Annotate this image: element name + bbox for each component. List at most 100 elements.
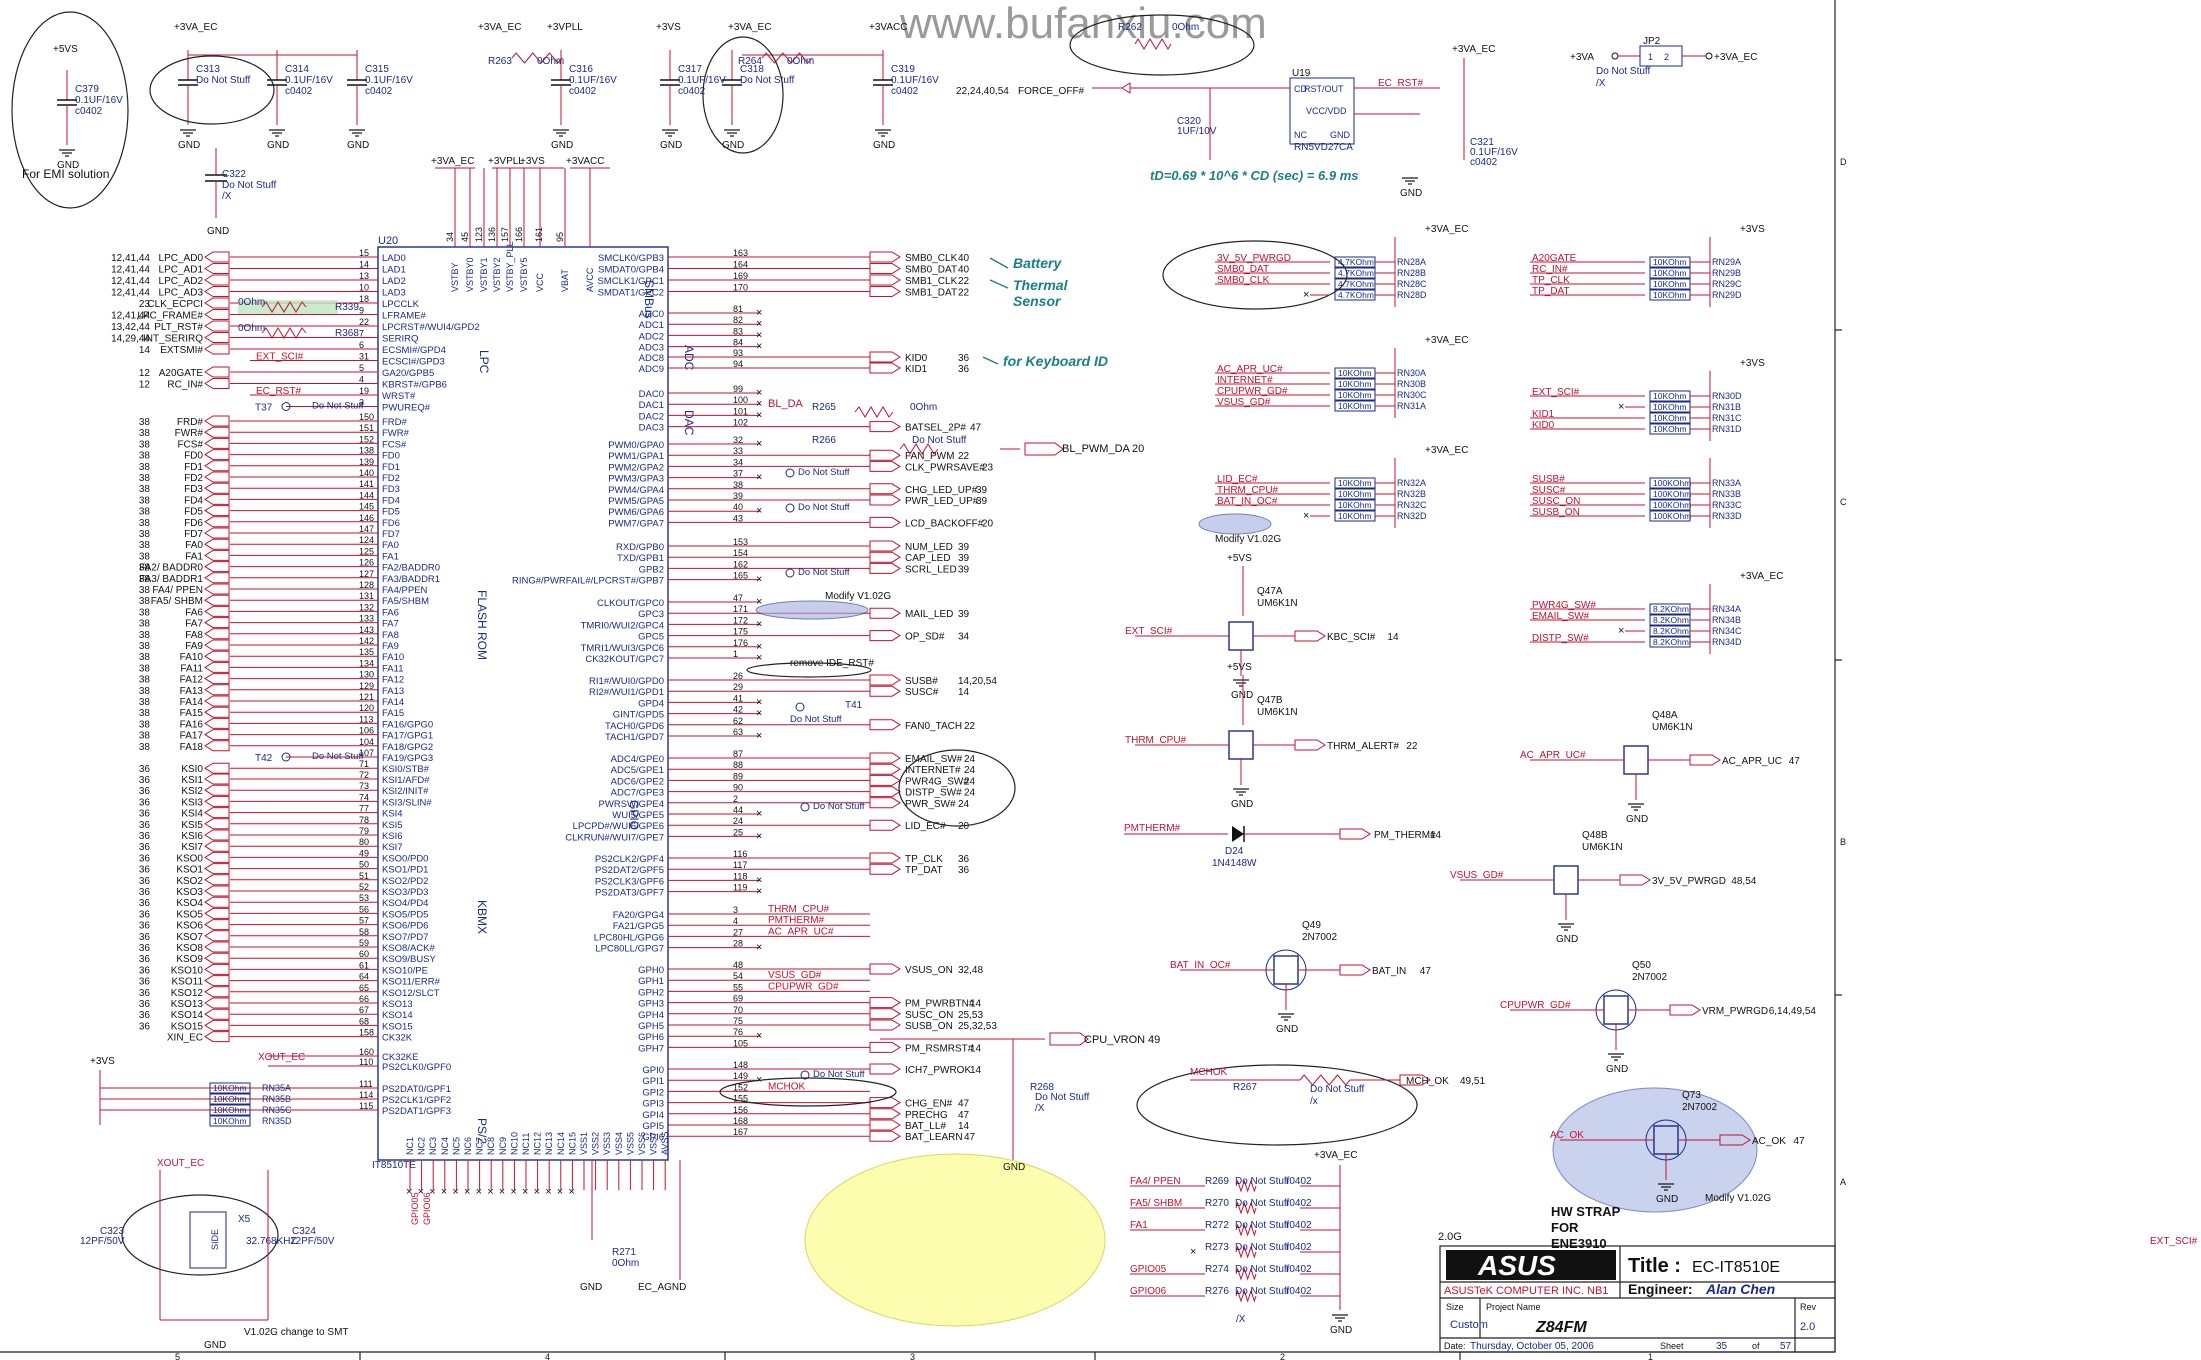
rev-label: Rev xyxy=(1800,1302,1817,1312)
force-off-label: FORCE_OFF# xyxy=(1018,86,1085,97)
chip-section-gpio: GPIO xyxy=(627,800,641,830)
test-point xyxy=(800,1070,810,1080)
rn-value: 10KOhm xyxy=(1338,368,1372,378)
pin-name: FD5 xyxy=(382,507,400,518)
test-point-note: Do Not Stuff xyxy=(798,502,850,513)
rn-rail-label: +3VS xyxy=(1740,358,1765,369)
net-label: CLK_PWRSAVE# xyxy=(905,462,985,473)
no-connect-mark: × xyxy=(756,696,762,708)
test-point-label: T41 xyxy=(845,700,863,711)
pin-number: 27 xyxy=(733,927,743,937)
cap-rail-label: +3VPLL xyxy=(547,22,583,33)
pin-name: KSI3/SLIN# xyxy=(382,797,432,808)
pin-name: LPCRST#/WUI4/GPD2 xyxy=(382,322,480,333)
rn-ref: RN33C xyxy=(1712,500,1742,510)
bottom-pin-name: VSS3 xyxy=(602,1132,612,1155)
test-point xyxy=(785,503,795,513)
ec-chip-u20: U20 IT8510TE xyxy=(372,235,669,1171)
bottom-pin-name: NC13 xyxy=(544,1132,554,1155)
pin-number: 13 xyxy=(359,271,369,281)
page-ref: 38 xyxy=(139,495,151,506)
no-connect-mark: × xyxy=(464,1186,470,1198)
page-ref: 36 xyxy=(139,954,151,965)
bottom-pin-name: NC15 xyxy=(567,1132,577,1155)
bottom-pin-name: NC2 xyxy=(417,1137,427,1155)
rn-ref: RN29B xyxy=(1712,268,1741,278)
svg-text:CPU_VRON: CPU_VRON xyxy=(1084,1034,1145,1046)
test-point-note: Do Not Stuff xyxy=(798,467,850,478)
rn-ref: RN34A xyxy=(1712,604,1741,614)
pin-name: PS2CLK0/GPF0 xyxy=(382,1062,451,1073)
net-label: CAP_LED xyxy=(905,553,951,564)
page-ref: 39 xyxy=(976,496,988,507)
rn-ref: RN28B xyxy=(1397,268,1426,278)
pin-name: GPH2 xyxy=(638,987,664,998)
net-label: TP_CLK xyxy=(905,854,943,865)
gnd-label: GND xyxy=(1656,1194,1678,1205)
net-label: VSUS_ON xyxy=(905,965,953,976)
pin-number: 149 xyxy=(733,1071,748,1081)
pin-number: 77 xyxy=(359,804,369,814)
net-label: KSO4 xyxy=(176,898,203,909)
battery-note: Battery xyxy=(1013,255,1062,271)
page-ref: 14,20,54 xyxy=(958,676,997,687)
title-label: Title : xyxy=(1628,1255,1681,1277)
q-output-ref: 47 xyxy=(1794,1136,1806,1147)
net-label: BAT_LL# xyxy=(905,1121,946,1132)
cap-package: c0402 xyxy=(75,106,103,117)
pin-number: 33 xyxy=(733,446,743,456)
pin-name: FA6 xyxy=(382,607,399,618)
net-label: FA4/ PPEN xyxy=(152,585,203,596)
pin-name: GPI1 xyxy=(642,1076,664,1087)
net-label: LPC_AD2 xyxy=(159,276,204,287)
cap-value: 0.1UF/16V xyxy=(891,75,939,86)
power-pin-number: 136 xyxy=(487,227,497,242)
zone-row-label: B xyxy=(1840,837,1846,847)
net-label: FA8 xyxy=(185,630,203,641)
q-output: 3V_5V_PWRGD xyxy=(1652,876,1726,887)
bottom-pin-name: NC7 xyxy=(475,1137,485,1155)
pin-name: KSO6/PD6 xyxy=(382,921,428,932)
strap-rail: +3VA_EC xyxy=(1314,1150,1357,1161)
page-ref: 24 xyxy=(958,799,970,810)
net-label: KSO7 xyxy=(176,932,203,943)
mchok-output: MCH_OK xyxy=(1406,1076,1449,1087)
pin-name: FA10 xyxy=(382,652,404,663)
zone-row-label: A xyxy=(1840,1177,1846,1187)
cap-value: 0.1UF/16V xyxy=(569,75,617,86)
cap-package: c0402 xyxy=(678,86,706,97)
pin-name: ECSCI#/GPD3 xyxy=(382,357,445,368)
net-label: LPC_AD3 xyxy=(159,288,204,299)
pin-number: 59 xyxy=(359,938,369,948)
rn-ref: RN31A xyxy=(1397,401,1426,411)
pin-number: 66 xyxy=(359,994,369,1004)
page-ref: 23 xyxy=(982,462,994,473)
no-connect-mark: × xyxy=(756,307,762,319)
pin-number: 63 xyxy=(733,727,743,737)
net-label: PM_RSMRST# xyxy=(905,1043,974,1054)
pin-name: PS2CLK2/GPF4 xyxy=(595,854,664,865)
rn-value: 10KOhm xyxy=(1338,390,1372,400)
no-connect-mark: × xyxy=(756,472,762,484)
bottom-pin-name: NC6 xyxy=(463,1137,473,1155)
page-ref: 36 xyxy=(958,865,970,876)
thermal-note-2: Sensor xyxy=(1013,293,1062,309)
pin-number: 93 xyxy=(733,348,743,358)
net-label: FA3/ BADDR1 xyxy=(139,574,203,585)
pin-number: 3 xyxy=(733,905,738,915)
rn-net-label: TP_DAT xyxy=(1532,286,1570,297)
pin-name: ADC2 xyxy=(639,331,664,342)
chip-section-dac: DAC xyxy=(682,410,696,436)
page-ref: 36 xyxy=(139,932,151,943)
no-connect-mark: × xyxy=(756,874,762,886)
net-label: KSO0 xyxy=(176,853,203,864)
svg-text:SIDE: SIDE xyxy=(210,1229,220,1250)
zone-col-label: 3 xyxy=(910,1352,915,1360)
net-label: KSI7 xyxy=(181,842,203,853)
pin-name: SMCLK1/GPC1 xyxy=(597,276,664,287)
net-label: BAT_LEARN xyxy=(905,1132,963,1143)
page-ref: 12 xyxy=(139,368,151,379)
svg-text:BL_DA: BL_DA xyxy=(768,398,804,410)
page-ref: 12,41,44 xyxy=(111,288,150,299)
pin-name: KSO10/PE xyxy=(382,965,428,976)
